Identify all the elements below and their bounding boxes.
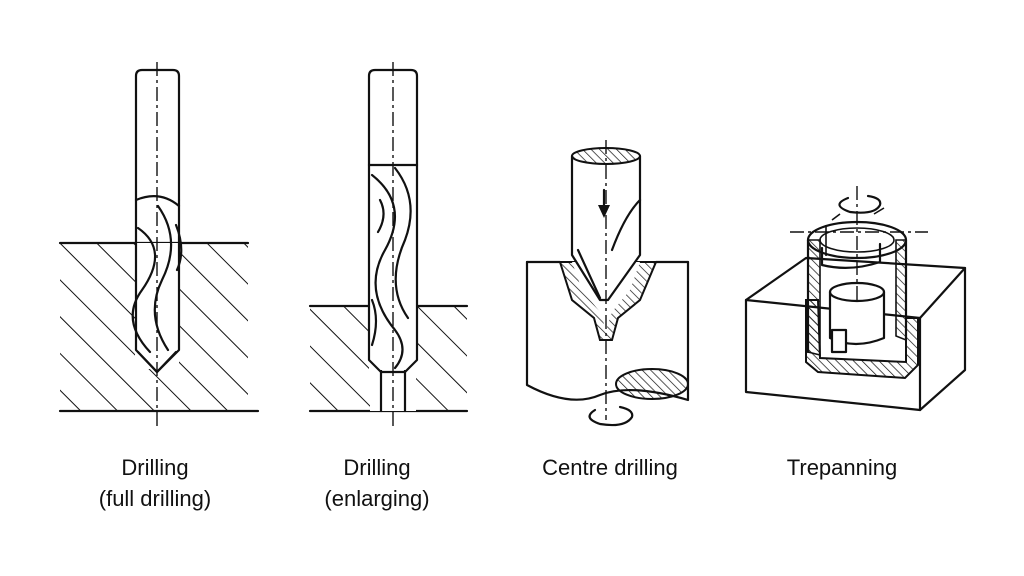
motion-tick-a [873, 207, 885, 215]
label-enl-line-1: Drilling [343, 455, 411, 480]
block-workpiece [744, 256, 967, 412]
rotation-arrow-centre [588, 405, 634, 427]
rotation-arrow-trepanning [838, 194, 882, 214]
panel-enlarging [308, 62, 469, 430]
label-trep-line-1: Trepanning [786, 455, 898, 480]
workpiece-full [58, 241, 260, 413]
trepanning-tool [806, 220, 908, 357]
panel-full-drilling [58, 62, 260, 430]
label-enlarging: Drilling (enlarging) [277, 452, 477, 514]
label-centre-drilling: Centre drilling [505, 452, 715, 483]
label-enl-line-2: (enlarging) [324, 486, 430, 511]
label-full-drilling: Drilling (full drilling) [55, 452, 255, 514]
motion-tick-b [831, 213, 841, 221]
label-full-line-1: Drilling [121, 455, 189, 480]
panel-trepanning [744, 186, 967, 412]
label-centre-line-1: Centre drilling [542, 455, 678, 480]
label-trepanning: Trepanning [742, 452, 942, 483]
panel-centre-drilling [525, 140, 690, 427]
label-full-line-2: (full drilling) [98, 486, 212, 511]
